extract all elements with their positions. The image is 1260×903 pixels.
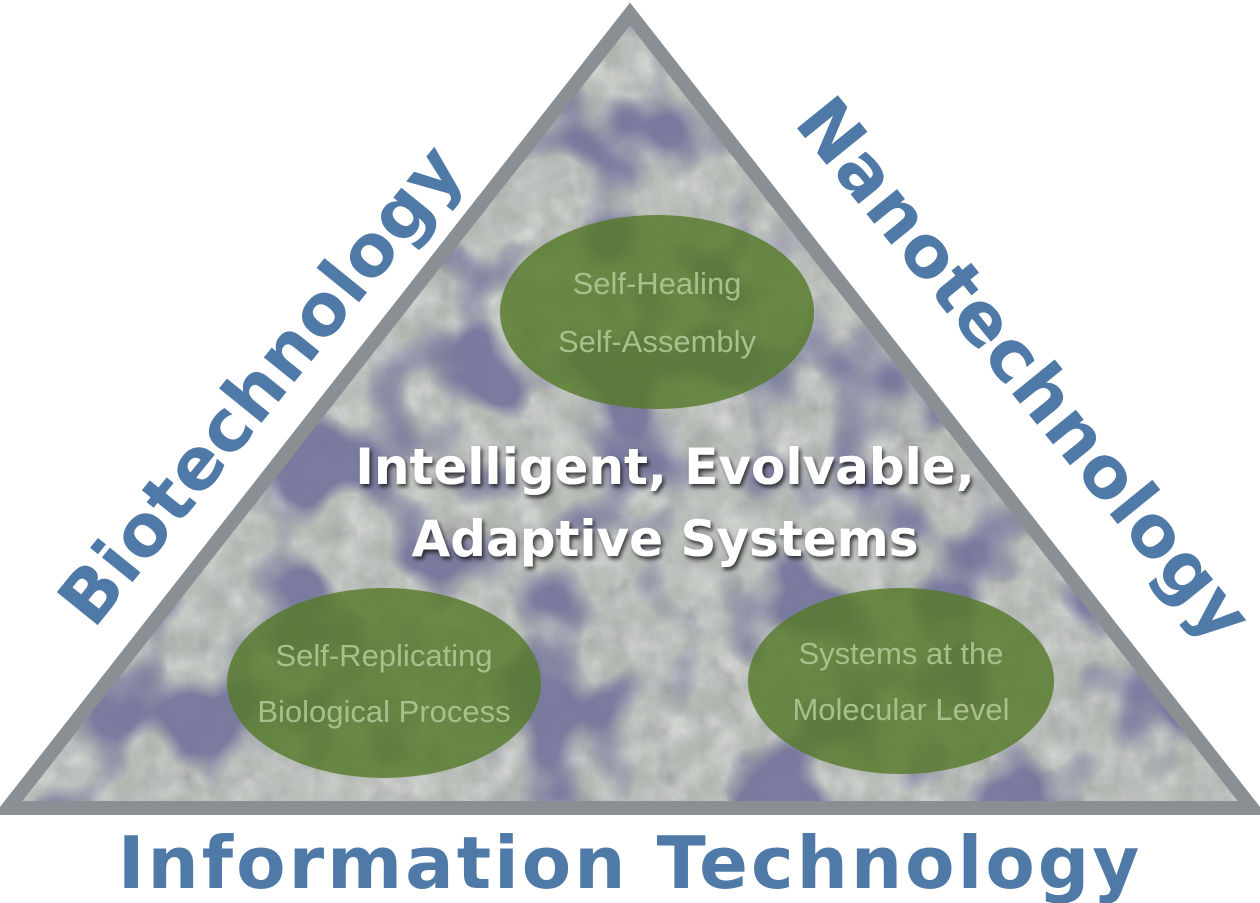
oval-right-line1: Systems at the [798, 636, 1003, 671]
oval-top-line2: Self-Assembly [558, 324, 757, 359]
oval-top: Self-Healing Self-Assembly [500, 215, 814, 409]
center-title-line2: Adaptive Systems [411, 510, 918, 568]
center-title-line1: Intelligent, Evolvable, [355, 438, 974, 496]
center-title: Intelligent, Evolvable, Adaptive Systems [355, 438, 974, 568]
oval-right: Systems at the Molecular Level [748, 588, 1054, 774]
oval-top-line1: Self-Healing [573, 266, 742, 301]
oval-right-line2: Molecular Level [792, 692, 1009, 727]
oval-left-line1: Self-Replicating [275, 638, 492, 673]
triangle-border [0, 2, 1260, 815]
label-information-technology: Information Technology [118, 821, 1143, 903]
oval-left-line2: Biological Process [257, 694, 510, 729]
oval-left: Self-Replicating Biological Process [227, 588, 541, 778]
